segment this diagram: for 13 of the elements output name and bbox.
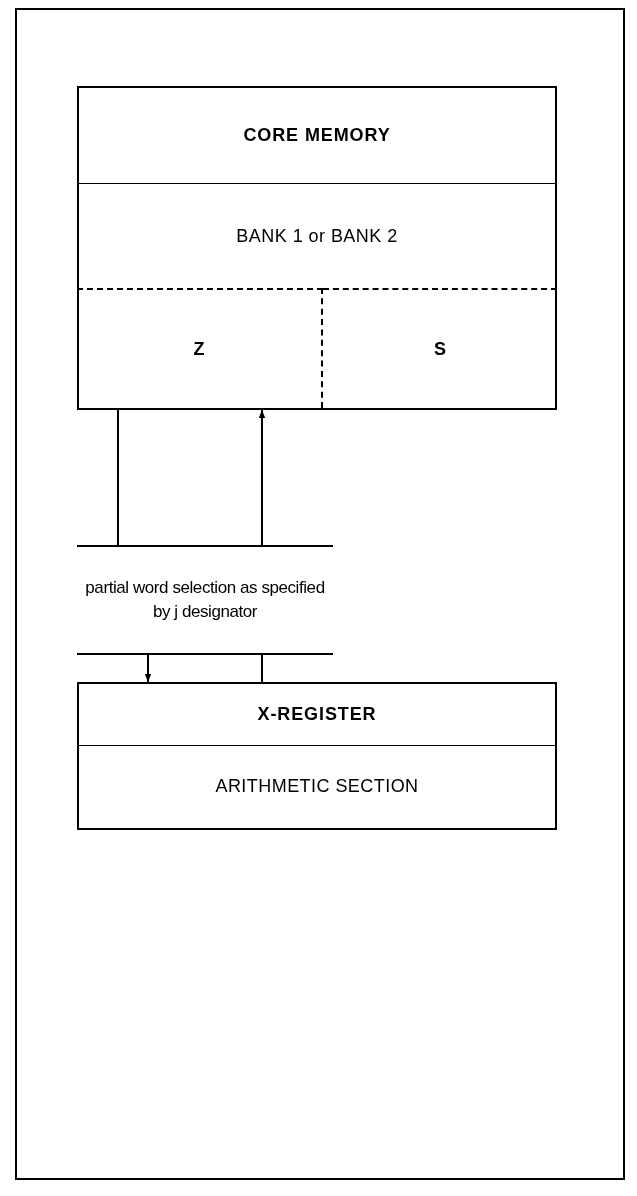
arrow [258,409,266,546]
connector-line [261,654,263,683]
selection-band: partial word selection as specified by j designator [77,545,333,655]
unit-box [77,86,557,410]
unit-subtitle: ARITHMETIC SECTION [215,774,419,798]
unit-title: X-REGISTER [257,703,377,726]
unit-title: CORE MEMORY [243,124,391,147]
unit-box [77,682,557,830]
connector-line [117,409,119,546]
memory-field: Z [77,288,323,408]
unit-subtitle: BANK 1 or BANK 2 [236,224,398,248]
arrow [144,654,152,683]
memory-field: S [323,288,557,408]
